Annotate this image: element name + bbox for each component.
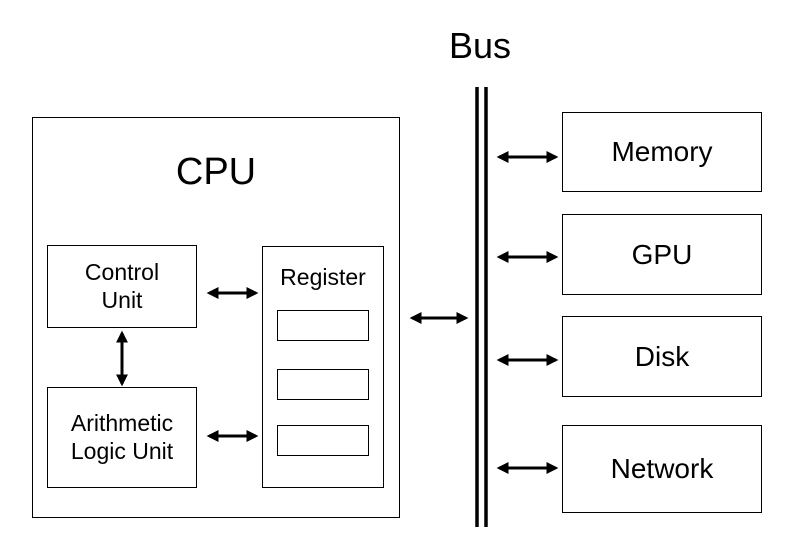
cpu-title: CPU: [175, 151, 257, 193]
register-slot: [277, 369, 369, 400]
gpu-box: GPU: [562, 214, 762, 295]
alu-box: Arithmetic Logic Unit: [47, 387, 197, 488]
register-title: Register: [280, 264, 366, 290]
bus-title: Bus: [448, 25, 512, 66]
network-box: Network: [562, 425, 762, 513]
disk-box: Disk: [562, 316, 762, 397]
register-slot: [277, 425, 369, 456]
control-unit-box: Control Unit: [47, 245, 197, 328]
register-slot: [277, 310, 369, 341]
memory-box: Memory: [562, 112, 762, 192]
